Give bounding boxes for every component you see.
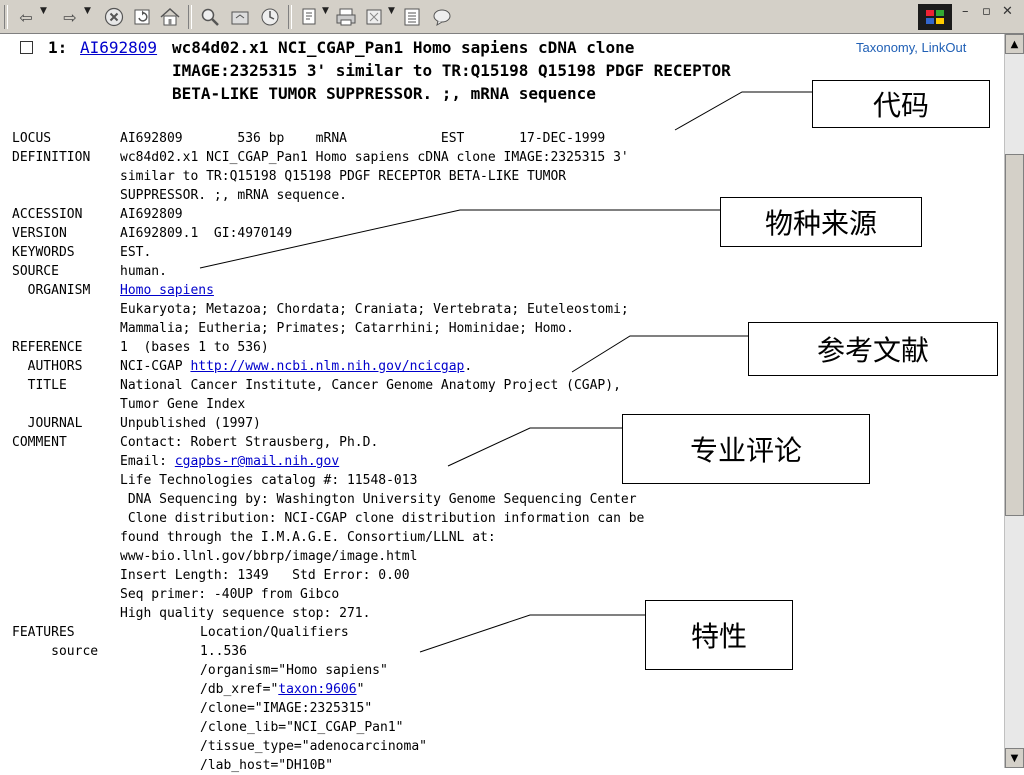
comment-email-label: Email: <box>120 454 175 469</box>
qualifier-line: /tissue_type="adenocarcinoma" <box>200 739 427 754</box>
back-icon[interactable]: ⇦ <box>19 7 33 27</box>
comment-line: Insert Length: 1349 Std Error: 0.00 <box>120 568 410 583</box>
authors-label: AUTHORS <box>12 359 83 374</box>
source-feature-label: source <box>12 644 99 659</box>
callout-references: 参考文献 <box>748 322 998 376</box>
title-label: TITLE <box>12 378 67 393</box>
record-title-line1: wc84d02.x1 NCI_CGAP_Pan1 Homo sapiens cD… <box>172 38 635 57</box>
back-dropdown-icon[interactable]: ▼ <box>40 6 47 16</box>
favorites-icon[interactable] <box>228 5 252 29</box>
close-icon[interactable]: ✕ <box>1002 4 1013 19</box>
comment-label: COMMENT <box>12 435 67 450</box>
locus-value: AI692809 536 bp mRNA EST 17-DEC-1999 <box>120 131 606 146</box>
reference-label: REFERENCE <box>12 340 83 355</box>
scroll-up-icon[interactable]: ▲ <box>1005 34 1024 54</box>
scroll-thumb[interactable] <box>1005 154 1024 516</box>
vertical-scrollbar[interactable]: ▲ ▼ <box>1004 34 1024 768</box>
restore-icon[interactable]: ▫ <box>982 4 991 19</box>
taxonomy-lineage: Eukaryota; Metazoa; Chordata; Craniata; … <box>120 302 629 317</box>
comment-line: www-bio.llnl.gov/bbrp/image/image.html <box>120 549 418 564</box>
stop-icon[interactable] <box>102 5 126 29</box>
toolbar-separator <box>188 5 192 29</box>
comment-line: Clone distribution: NCI-CGAP clone distr… <box>120 511 645 526</box>
definition-line: similar to TR:Q15198 Q15198 PDGF RECEPTO… <box>120 169 567 184</box>
title-value: Tumor Gene Index <box>120 397 246 412</box>
record-title-line3: BETA-LIKE TUMOR SUPPRESSOR. ;, mRNA sequ… <box>172 84 596 103</box>
taxonomy-linkout-link[interactable]: Taxonomy, LinkOut <box>856 40 967 55</box>
qualifier-line: /clone_lib="NCI_CGAP_Pan1" <box>200 720 404 735</box>
qualifier-line: /organism="Homo sapiens" <box>200 663 388 678</box>
history-icon[interactable] <box>258 5 282 29</box>
toolbar-separator <box>288 5 292 29</box>
comment-line: Seq primer: -40UP from Gibco <box>120 587 340 602</box>
version-label: VERSION <box>12 226 67 241</box>
search-icon[interactable] <box>198 5 222 29</box>
edit-dropdown-icon[interactable]: ▼ <box>388 6 395 16</box>
source-label: SOURCE <box>12 264 59 279</box>
organism-link[interactable]: Homo sapiens <box>120 283 214 298</box>
forward-dropdown-icon[interactable]: ▼ <box>84 6 91 16</box>
record-checkbox[interactable] <box>20 41 33 54</box>
qualifier-dbxref: /db_xref=" <box>200 682 279 697</box>
callout-features: 特性 <box>645 600 793 670</box>
version-value: AI692809.1 GI:4970149 <box>120 226 293 241</box>
print-icon[interactable] <box>334 5 358 29</box>
features-header: Location/Qualifiers <box>200 625 349 640</box>
definition-label: DEFINITION <box>12 150 91 165</box>
definition-line: wc84d02.x1 NCI_CGAP_Pan1 Homo sapiens cD… <box>120 150 629 165</box>
comment-line: Life Technologies catalog #: 11548-013 <box>120 473 418 488</box>
windows-logo-icon <box>918 4 952 30</box>
edit-icon[interactable] <box>362 5 386 29</box>
home-icon[interactable] <box>158 5 182 29</box>
reference-value: 1 (bases 1 to 536) <box>120 340 269 355</box>
qualifier-line: /lab_host="DH10B" <box>200 758 334 773</box>
callout-code: 代码 <box>812 80 990 128</box>
refresh-icon[interactable] <box>130 5 154 29</box>
callout-species-source: 物种来源 <box>720 197 922 247</box>
forward-icon[interactable]: ⇨ <box>63 7 77 27</box>
minimize-icon[interactable]: – <box>962 4 969 19</box>
comment-line: found through the I.M.A.G.E. Consortium/… <box>120 530 496 545</box>
page-content: 1: AI692809 wc84d02.x1 NCI_CGAP_Pan1 Hom… <box>0 34 1004 773</box>
callout-expert-comment: 专业评论 <box>622 414 870 484</box>
taxonomy-lineage: Mammalia; Eutheria; Primates; Catarrhini… <box>120 321 574 336</box>
mail-dropdown-icon[interactable]: ▼ <box>322 6 329 16</box>
mail-icon[interactable] <box>298 5 322 29</box>
keywords-value: EST. <box>120 245 152 260</box>
qualifier-dbxref-end: " <box>356 682 365 697</box>
journal-label: JOURNAL <box>12 416 83 431</box>
source-value: human. <box>120 264 167 279</box>
record-title-line2: IMAGE:2325315 3' similar to TR:Q15198 Q1… <box>172 61 731 80</box>
qualifier-line: /clone="IMAGE:2325315" <box>200 701 373 716</box>
record-index: 1: <box>48 38 68 57</box>
accession-link[interactable]: AI692809 <box>80 38 158 57</box>
accession-value: AI692809 <box>120 207 183 222</box>
page-icon[interactable] <box>400 5 424 29</box>
locus-label: LOCUS <box>12 131 52 146</box>
organism-label: ORGANISM <box>12 283 91 298</box>
toolbar-grip <box>4 5 8 29</box>
features-label: FEATURES <box>12 625 75 640</box>
comment-line: High quality sequence stop: 271. <box>120 606 371 621</box>
scroll-down-icon[interactable]: ▼ <box>1005 748 1024 768</box>
ncicgap-link[interactable]: http://www.ncbi.nlm.nih.gov/ncicgap <box>190 359 465 374</box>
discuss-icon[interactable] <box>430 5 454 29</box>
source-feature-range: 1..536 <box>200 644 247 659</box>
comment-line: DNA Sequencing by: Washington University… <box>120 492 637 507</box>
authors-suffix: . <box>464 359 473 374</box>
journal-value: Unpublished (1997) <box>120 416 261 431</box>
comment-line: Contact: Robert Strausberg, Ph.D. <box>120 435 379 450</box>
browser-toolbar: ⇦ ▼ ⇨ ▼ ▼ ▼ – ▫ ✕ <box>0 0 1024 34</box>
keywords-label: KEYWORDS <box>12 245 75 260</box>
title-value: National Cancer Institute, Cancer Genome… <box>120 378 621 393</box>
email-link[interactable]: cgapbs-r@mail.nih.gov <box>174 454 340 469</box>
definition-line: SUPPRESSOR. ;, mRNA sequence. <box>120 188 347 203</box>
authors-value: NCI-CGAP <box>120 359 191 374</box>
taxon-link[interactable]: taxon:9606 <box>278 682 357 697</box>
accession-label: ACCESSION <box>12 207 83 222</box>
